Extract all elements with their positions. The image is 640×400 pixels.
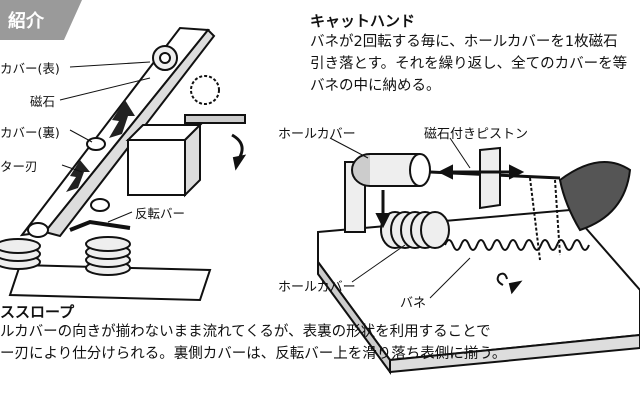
label-cover-front: カバー(表) bbox=[0, 61, 60, 76]
section-tag: 紹介 bbox=[0, 0, 82, 40]
label-hole-cover-top: ホールカバー bbox=[278, 127, 356, 142]
left-desc-line2: ー刃により仕分けられる。裏側カバーは、反転バー上を滑り落ち表側に揃う。 bbox=[0, 346, 507, 362]
right-desc-line2: 引き落とす。それを繰り返し、全てのカバーを等 bbox=[310, 56, 628, 72]
label-magnet: 磁石 bbox=[30, 94, 56, 109]
label-cover-back: カバー(裏) bbox=[0, 125, 60, 140]
label-spring: バネ bbox=[400, 296, 427, 311]
cat-hand-machine bbox=[317, 137, 640, 376]
label-reverse-bar: 反転バー bbox=[135, 206, 186, 221]
right-desc-line1: バネが2回転する毎に、ホールカバーを1枚磁石 bbox=[310, 34, 618, 50]
label-magnet-piston: 磁石付きピストン bbox=[424, 127, 529, 142]
slope-machine bbox=[0, 26, 247, 302]
right-heading: キャットハンド bbox=[310, 12, 416, 30]
left-heading: ススロープ bbox=[0, 303, 75, 321]
right-desc-line3: バネの中に納める。 bbox=[310, 78, 441, 94]
label-hole-cover-bottom: ホールカバー bbox=[278, 280, 356, 295]
left-desc-line1: ルカバーの向きが揃わないまま流れてくるが、表裏の形状を利用することで bbox=[0, 324, 491, 340]
label-cutter: ター刃 bbox=[0, 159, 38, 174]
